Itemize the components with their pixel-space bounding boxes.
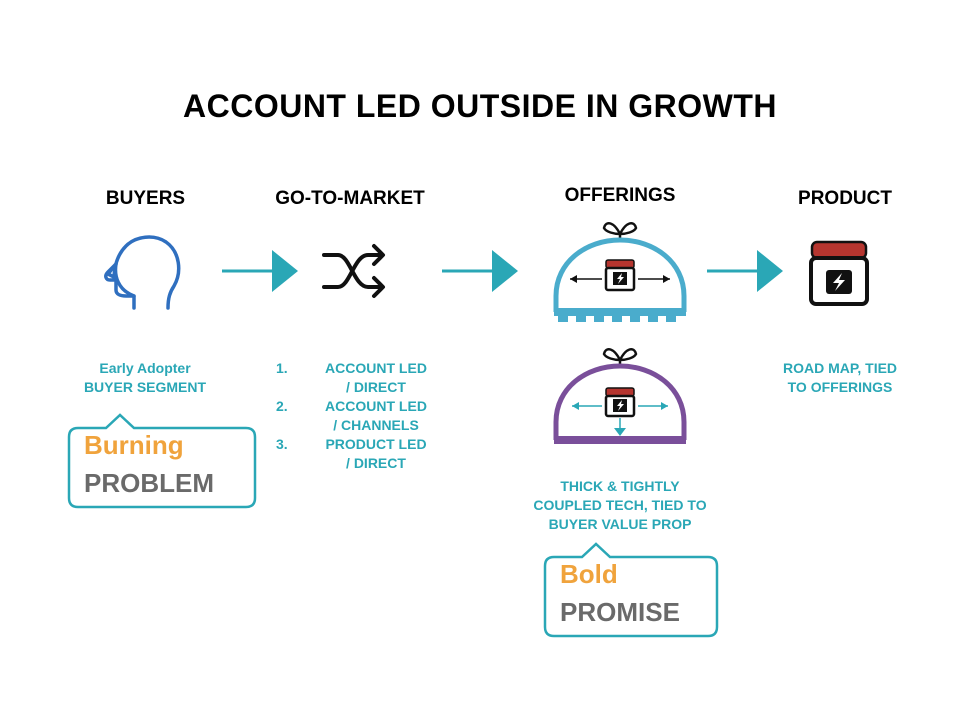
arrow-right-icon [442,250,518,292]
gtm-list: 1. ACCOUNT LED / DIRECT 2. ACCOUNT LED /… [276,359,436,473]
list-item-line: PRODUCT LED [325,436,427,452]
list-item-line: / DIRECT [346,455,406,471]
list-item: 3. PRODUCT LED / DIRECT [276,435,436,473]
callout-frame [543,542,719,638]
callout-text: PROMISE [560,597,680,627]
offerings-caption-line: THICK & TIGHTLY [560,478,680,494]
product-caption: ROAD MAP, TIED TO OFFERINGS [760,359,920,397]
greenhouse-expand-icon [553,221,687,322]
buyers-caption-line: Early Adopter [99,360,191,376]
list-item: 1. ACCOUNT LED / DIRECT [276,359,436,397]
gtm-heading: GO-TO-MARKET [275,188,425,209]
list-item: 2. ACCOUNT LED / CHANNELS [276,397,436,435]
list-item-number: 1. [276,360,288,376]
offerings-heading: OFFERINGS [564,185,676,206]
offerings-caption-line: COUPLED TECH, TIED TO [533,497,707,513]
burning-problem-callout: Burning PROBLEM [66,412,258,510]
page-title: ACCOUNT LED OUTSIDE IN GROWTH [182,88,778,124]
list-item-line: / CHANNELS [333,417,419,433]
list-item-number: 2. [276,398,288,414]
offerings-caption-line: BUYER VALUE PROP [548,516,692,532]
product-heading: PRODUCT [798,188,892,209]
buyers-caption-line: BUYER SEGMENT [83,379,207,395]
product-caption-line: TO OFFERINGS [787,379,893,395]
shuffle-icon [322,244,385,298]
callout-text: PROBLEM [84,468,214,498]
head-icon [104,235,181,310]
product-caption-line: ROAD MAP, TIED [782,360,898,376]
buyers-caption: Early Adopter BUYER SEGMENT [60,359,230,397]
list-item-line: ACCOUNT LED [325,360,427,376]
list-item-number: 3. [276,436,288,452]
bold-promise-callout: Bold PROMISE [542,541,720,639]
callout-frame [67,413,257,509]
list-item-line: / DIRECT [346,379,406,395]
arrow-right-icon [707,250,783,292]
greenhouse-contract-icon [553,347,687,444]
callout-highlight: Bold [560,559,618,589]
list-item-line: ACCOUNT LED [325,398,427,414]
callout-highlight: Burning [84,430,184,460]
jar-icon [809,240,869,306]
offerings-caption: THICK & TIGHTLY COUPLED TECH, TIED TO BU… [505,477,735,534]
arrow-right-icon [222,250,298,292]
buyers-heading: BUYERS [105,188,186,209]
